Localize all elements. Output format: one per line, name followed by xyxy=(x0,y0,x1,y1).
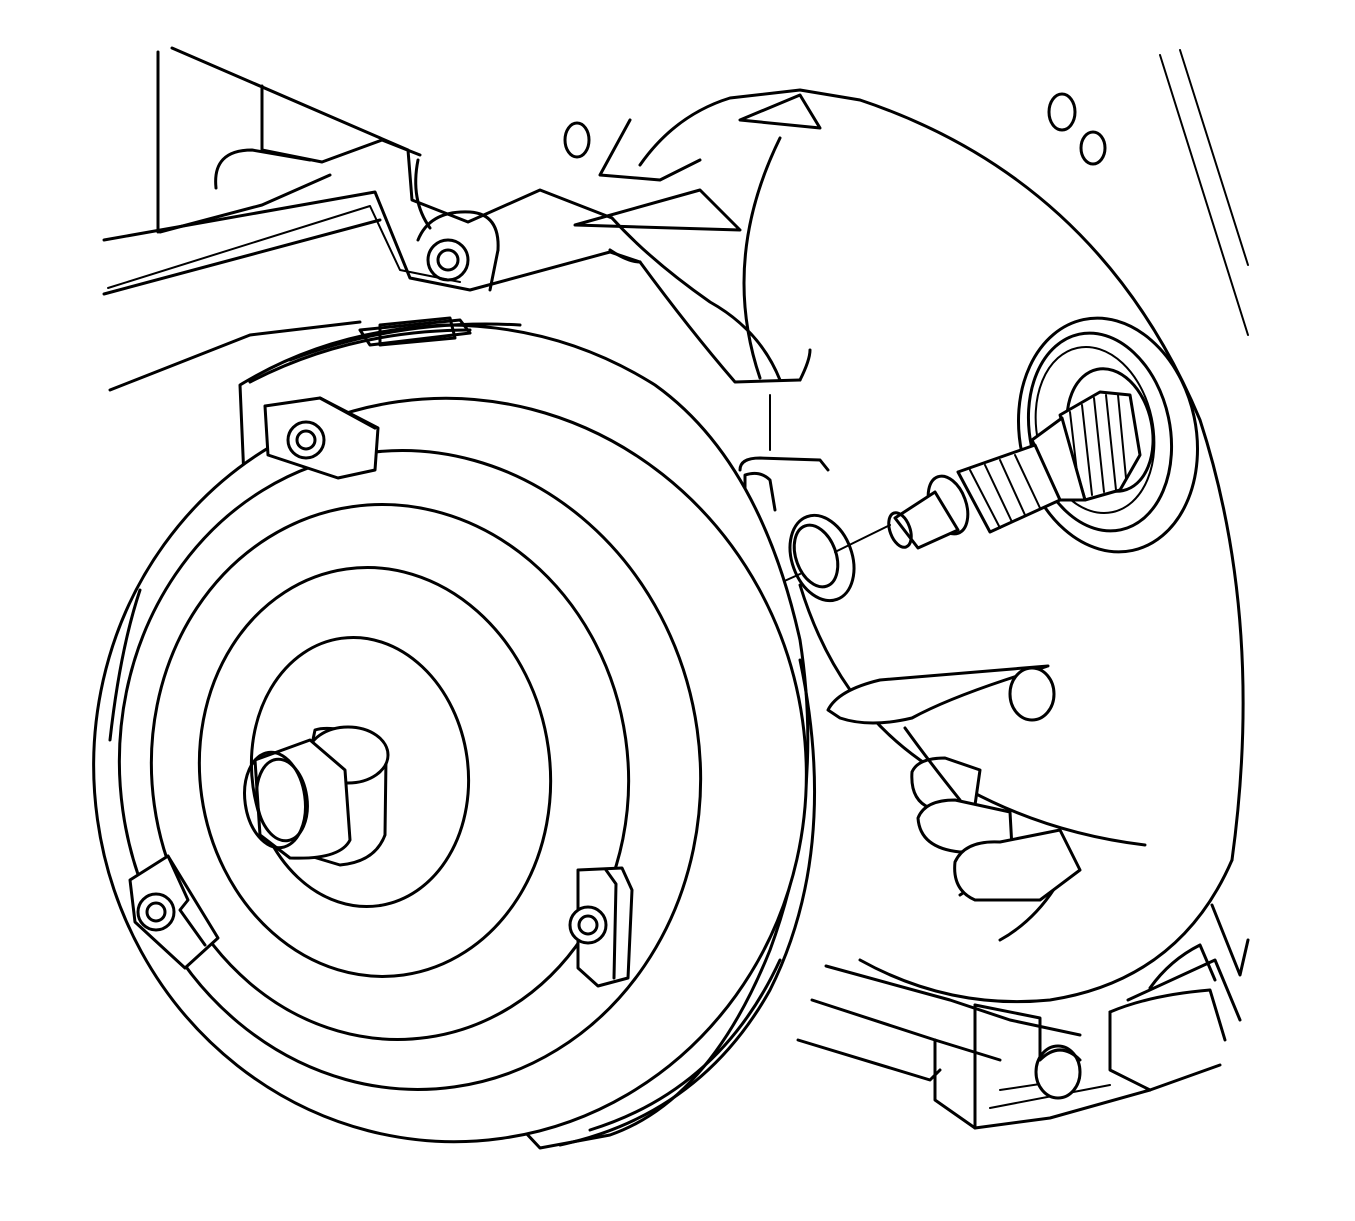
case-ribs xyxy=(796,903,1250,1130)
mounting-lug-right xyxy=(568,866,634,988)
mounting-lug-left xyxy=(128,854,220,970)
hand xyxy=(826,664,1082,902)
converter-hub xyxy=(243,725,390,867)
input-shaft xyxy=(834,316,1200,554)
torque-converter xyxy=(92,316,817,1150)
transmission-case xyxy=(102,46,1249,392)
mounting-lug-top xyxy=(263,396,380,480)
bell-housing xyxy=(563,88,1245,1004)
